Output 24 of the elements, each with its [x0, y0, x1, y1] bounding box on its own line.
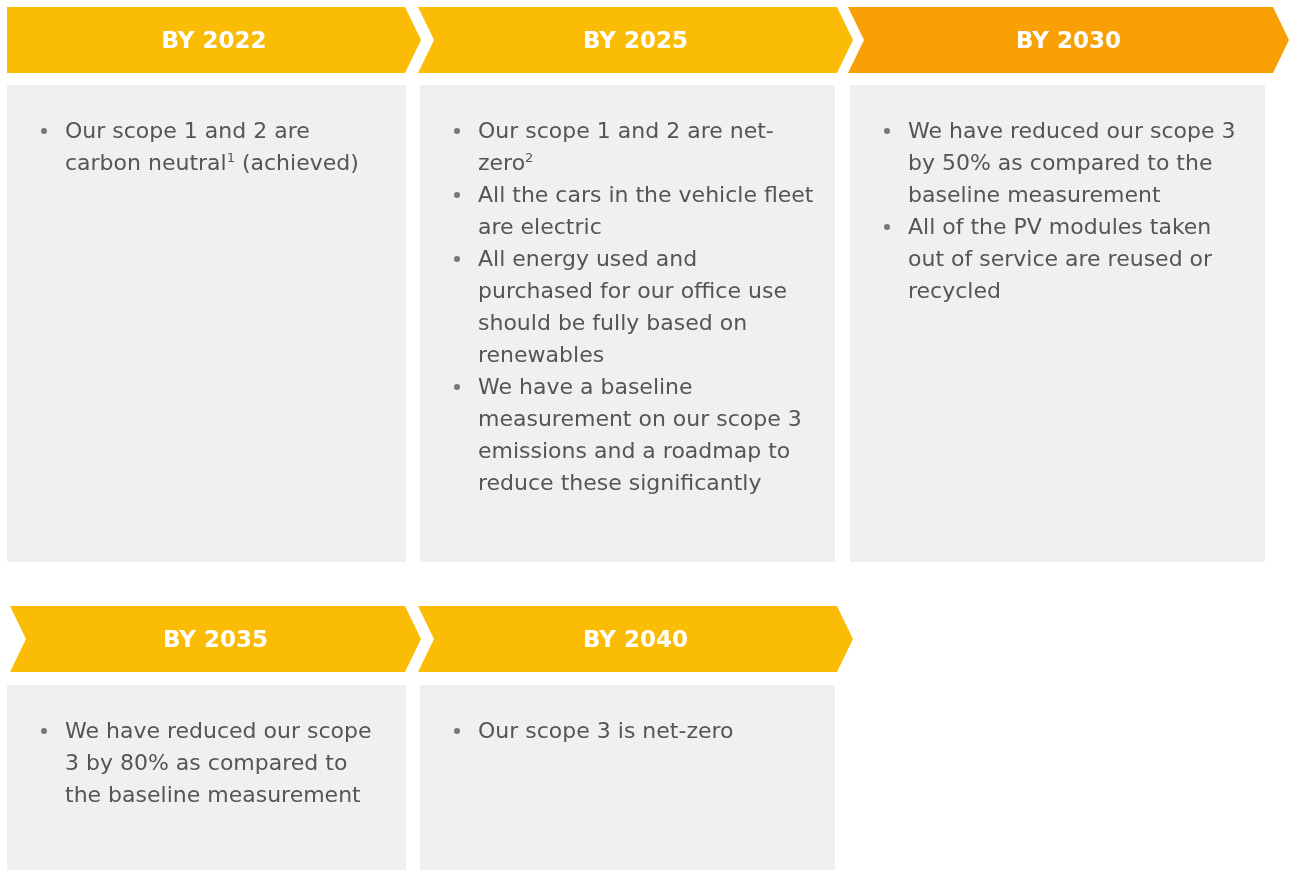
chevron-banner: [418, 7, 853, 73]
bullet-text: Our scope 1 and 2 are carbon neutral$^{1}$ (achieved): [65, 117, 360, 177]
bullet-text: Our scope 3 is net-zero: [478, 717, 734, 745]
chevron-banner: [10, 606, 421, 672]
bullet-text: We have reduced our scope 3 by 50% as compared to the baseline measurement: [908, 117, 1237, 209]
year-heading: BY 2025: [583, 27, 688, 53]
year-heading: BY 2040: [583, 626, 688, 652]
chevron-banner: [418, 606, 853, 672]
bullet-text: All energy used and purchased for our office use should be fully based on renewables: [478, 245, 788, 369]
text-card: [850, 85, 1265, 562]
text-card: [420, 685, 835, 870]
year-heading: BY 2022: [161, 27, 267, 53]
bullet-text: Our scope 1 and 2 are net-zero$^{2}$: [478, 117, 775, 177]
chevron-banner: [848, 7, 1289, 73]
text-card: [7, 85, 406, 562]
text-card: [420, 85, 835, 562]
year-heading: BY 2035: [163, 626, 268, 652]
bullet-text: All of the PV modules taken out of service are reused or recycled: [908, 213, 1214, 305]
bullet-text: All the cars in the vehicle fleet are electric: [478, 181, 815, 241]
year-heading: BY 2030: [1016, 27, 1121, 53]
bullet-text: We have a baseline measurement on our scope 3 emissions and a roadmap to reduce these significantly: [478, 373, 803, 497]
bullet-text: We have reduced our scope 3 by 80% as compared to the baseline measurement: [65, 717, 373, 809]
text-card: [7, 685, 406, 870]
chevron-banner: [7, 7, 421, 73]
